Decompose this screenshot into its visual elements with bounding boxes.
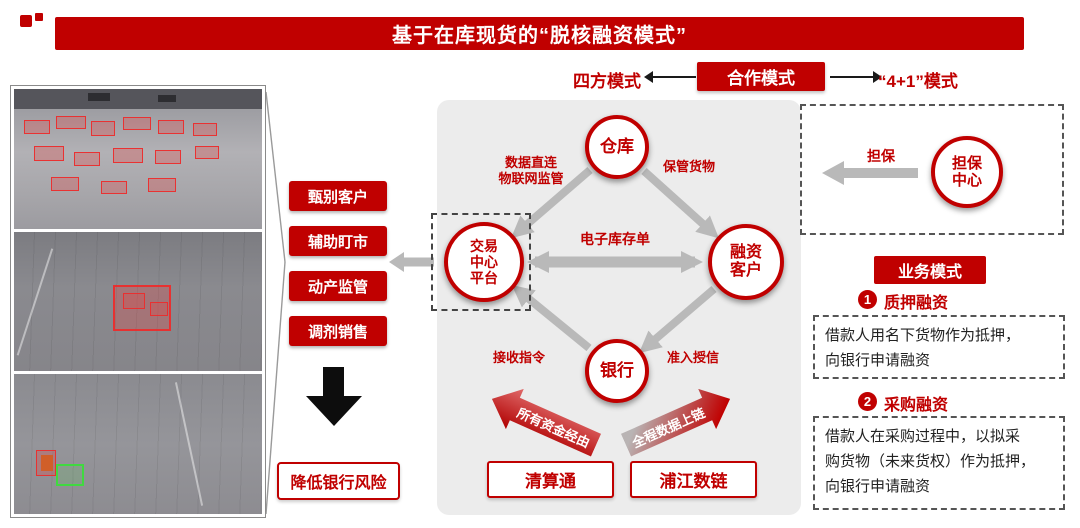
surveillance-image-1 bbox=[14, 89, 262, 229]
mode-label-center: 合作模式 bbox=[697, 62, 825, 91]
output-pujiang: 浦江数链 bbox=[630, 461, 757, 498]
output-qingsuantong: 清算通 bbox=[487, 461, 614, 498]
detection-box bbox=[147, 178, 176, 193]
guarantee-arrow-shaft bbox=[844, 168, 918, 178]
surveillance-panel bbox=[10, 85, 266, 518]
detection-box bbox=[36, 449, 57, 476]
detection-box bbox=[23, 119, 50, 134]
detection-box bbox=[150, 301, 169, 316]
guarantee-section: 担保 担保 中心 bbox=[800, 104, 1064, 235]
surveillance-image-3 bbox=[14, 374, 262, 515]
result-label: 降低银行风险 bbox=[277, 462, 400, 500]
node-bank: 银行 bbox=[585, 339, 649, 403]
feature-label-3: 动产监管 bbox=[289, 271, 387, 301]
forklift bbox=[41, 455, 54, 472]
dock-edge bbox=[14, 89, 262, 109]
business-mode-header: 业务模式 bbox=[874, 256, 986, 284]
surveillance-image-2 bbox=[14, 231, 262, 372]
badge-2: 2 bbox=[858, 392, 877, 411]
feature-label-2: 辅助盯市 bbox=[289, 226, 387, 256]
ribbon-funds: 所有资金经由 bbox=[483, 379, 605, 466]
badge-1: 1 bbox=[858, 290, 877, 309]
deck-texture bbox=[14, 374, 262, 515]
slide-title: 基于在库现货的“脱核融资模式” bbox=[55, 17, 1024, 50]
business-title-1: 质押融资 bbox=[884, 295, 949, 312]
vehicle bbox=[88, 93, 111, 102]
node-platform: 交易 中心 平台 bbox=[444, 222, 524, 302]
business-title-2: 采购融资 bbox=[884, 397, 949, 414]
detection-box bbox=[90, 121, 115, 137]
edge-label-instructions: 接收指令 bbox=[492, 350, 545, 365]
detection-box bbox=[123, 293, 146, 310]
vehicle bbox=[157, 94, 176, 102]
arrow-left-icon bbox=[644, 71, 696, 83]
mode-label-right: “4+1”模式 bbox=[878, 72, 958, 91]
node-guarantee-center: 担保 中心 bbox=[931, 136, 1003, 208]
detection-box bbox=[155, 150, 182, 165]
edge-label-e-receipt: 电子库存单 bbox=[580, 231, 650, 247]
arrow-right-icon bbox=[830, 71, 882, 83]
business-desc-2: 借款人在采购过程中，以拟采 购货物（未来货权）作为抵押， 向银行申请融资 bbox=[813, 416, 1065, 510]
node-warehouse: 仓库 bbox=[585, 115, 649, 179]
edge-label-custody: 保管货物 bbox=[662, 159, 715, 174]
mode-label-left: 四方模式 bbox=[573, 72, 641, 91]
detection-box bbox=[73, 151, 100, 166]
detection-box bbox=[56, 115, 87, 129]
detection-box bbox=[33, 146, 64, 162]
edge-label-data-link: 数据直连 物联网监管 bbox=[498, 155, 564, 187]
detection-box bbox=[123, 116, 152, 130]
detection-box bbox=[113, 147, 144, 163]
feature-label-1: 甄别客户 bbox=[289, 181, 387, 211]
edge-label-credit: 准入授信 bbox=[666, 350, 719, 365]
deck-texture bbox=[14, 231, 262, 372]
detection-box bbox=[195, 146, 220, 160]
detection-box bbox=[100, 181, 127, 195]
company-logo bbox=[20, 13, 50, 31]
business-desc-1: 借款人用名下货物作为抵押， 向银行申请融资 bbox=[813, 315, 1065, 379]
guarantee-arrow-label: 担保 bbox=[867, 148, 895, 164]
guarantee-arrow-icon bbox=[822, 161, 844, 185]
detection-box bbox=[157, 119, 184, 134]
detection-box-green bbox=[56, 463, 85, 486]
detection-box bbox=[51, 176, 80, 191]
platform-dashed-box bbox=[431, 213, 531, 311]
detection-box bbox=[113, 284, 172, 331]
node-client: 融资 客户 bbox=[708, 224, 784, 300]
feature-label-4: 调剂销售 bbox=[289, 316, 387, 346]
flow-panel: 仓库 交易 中心 平台 融资 客户 银行 数据直连 物联网监管 保管货物 电子库… bbox=[431, 100, 801, 515]
detection-box bbox=[192, 122, 217, 136]
